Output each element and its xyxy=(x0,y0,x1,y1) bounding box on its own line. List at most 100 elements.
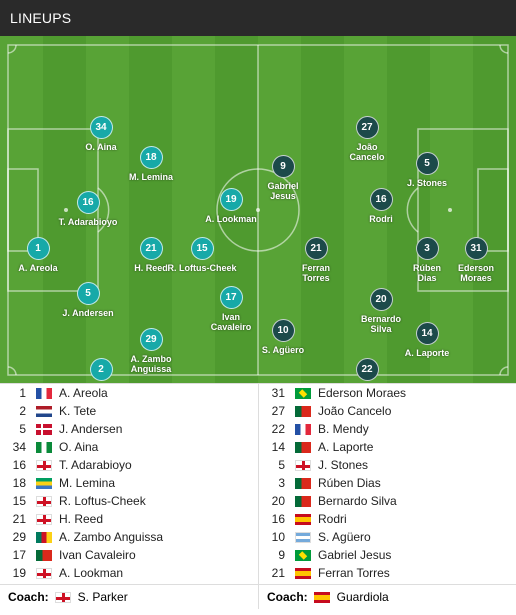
shirt-number: 19 xyxy=(12,566,26,580)
flag-icon xyxy=(36,477,52,489)
player-name: Ederson xyxy=(457,263,494,273)
player-name[interactable]: S. Agüero xyxy=(318,530,371,544)
player-name[interactable]: João Cancelo xyxy=(318,404,392,418)
player-number-disc: 10 xyxy=(271,319,295,342)
player-name[interactable]: Rúben Dias xyxy=(318,476,381,490)
player-name[interactable]: B. Mendy xyxy=(318,422,369,436)
pitch-player[interactable]: 5 J. Stones xyxy=(377,152,477,188)
player-name: João xyxy=(356,142,378,152)
player-name[interactable]: Ferran Torres xyxy=(318,566,390,580)
flag-icon xyxy=(36,549,52,561)
player-name[interactable]: A. Zambo Anguissa xyxy=(59,530,164,544)
player-name: J. Stones xyxy=(406,178,447,188)
player-name[interactable]: T. Adarabioyo xyxy=(59,458,132,472)
flag-icon xyxy=(36,495,52,507)
flag-icon xyxy=(295,387,311,399)
shirt-number: 27 xyxy=(271,404,285,418)
player-number-disc: 2 xyxy=(89,358,113,381)
player-name[interactable]: A. Laporte xyxy=(318,440,374,454)
flag-icon xyxy=(36,567,52,579)
pitch-player[interactable]: 15 R. Loftus-Cheek xyxy=(152,237,252,273)
away-coach: Coach: Guardiola xyxy=(259,584,516,609)
player-number-disc: 15 xyxy=(190,237,214,260)
player-name[interactable]: Ederson Moraes xyxy=(318,386,407,400)
flag-icon xyxy=(295,567,311,579)
shirt-number: 10 xyxy=(271,530,285,544)
lineup-row[interactable]: 22 B. Mendy xyxy=(259,420,516,438)
lineup-row[interactable]: 27 João Cancelo xyxy=(259,402,516,420)
flag-icon xyxy=(295,513,311,525)
home-coach-name[interactable]: S. Parker xyxy=(77,590,128,604)
player-name: Bernardo xyxy=(360,314,401,324)
player-number-disc: 19 xyxy=(219,188,243,211)
player-name[interactable]: A. Areola xyxy=(59,386,108,400)
player-number-disc: 31 xyxy=(464,237,488,260)
player-name[interactable]: A. Lookman xyxy=(59,566,124,580)
player-name[interactable]: Ivan Cavaleiro xyxy=(59,548,136,562)
player-name[interactable]: M. Lemina xyxy=(59,476,116,490)
player-number-disc: 14 xyxy=(415,322,439,345)
lineup-row[interactable]: 19 A. Lookman xyxy=(0,564,258,582)
player-number-disc: 22 xyxy=(355,358,379,381)
flag-icon xyxy=(295,531,311,543)
away-coach-label: Coach: xyxy=(267,590,308,604)
player-name: R. Loftus-Cheek xyxy=(167,263,237,273)
pitch-player[interactable]: 22B. Mendy xyxy=(317,358,417,383)
player-name[interactable]: K. Tete xyxy=(59,404,97,418)
player-number-disc: 5 xyxy=(415,152,439,175)
player-name[interactable]: O. Aina xyxy=(59,440,99,454)
player-name[interactable]: H. Reed xyxy=(59,512,104,526)
player-name[interactable]: J. Andersen xyxy=(59,422,123,436)
player-number-disc: 3 xyxy=(415,237,439,260)
player-name[interactable]: Bernardo Silva xyxy=(318,494,397,508)
player-name[interactable]: R. Loftus-Cheek xyxy=(59,494,146,508)
lineup-row[interactable]: 10 S. Agüero xyxy=(259,528,516,546)
flag-icon xyxy=(295,477,311,489)
shirt-number: 22 xyxy=(271,422,285,436)
player-name[interactable]: J. Stones xyxy=(318,458,369,472)
player-name[interactable]: Gabriel Jesus xyxy=(318,548,392,562)
player-name: H. Reed xyxy=(134,263,168,273)
away-coach-name[interactable]: Guardiola xyxy=(336,590,389,604)
pitch-player[interactable]: 2K. Tete xyxy=(51,358,151,383)
player-name[interactable]: Rodri xyxy=(318,512,347,526)
